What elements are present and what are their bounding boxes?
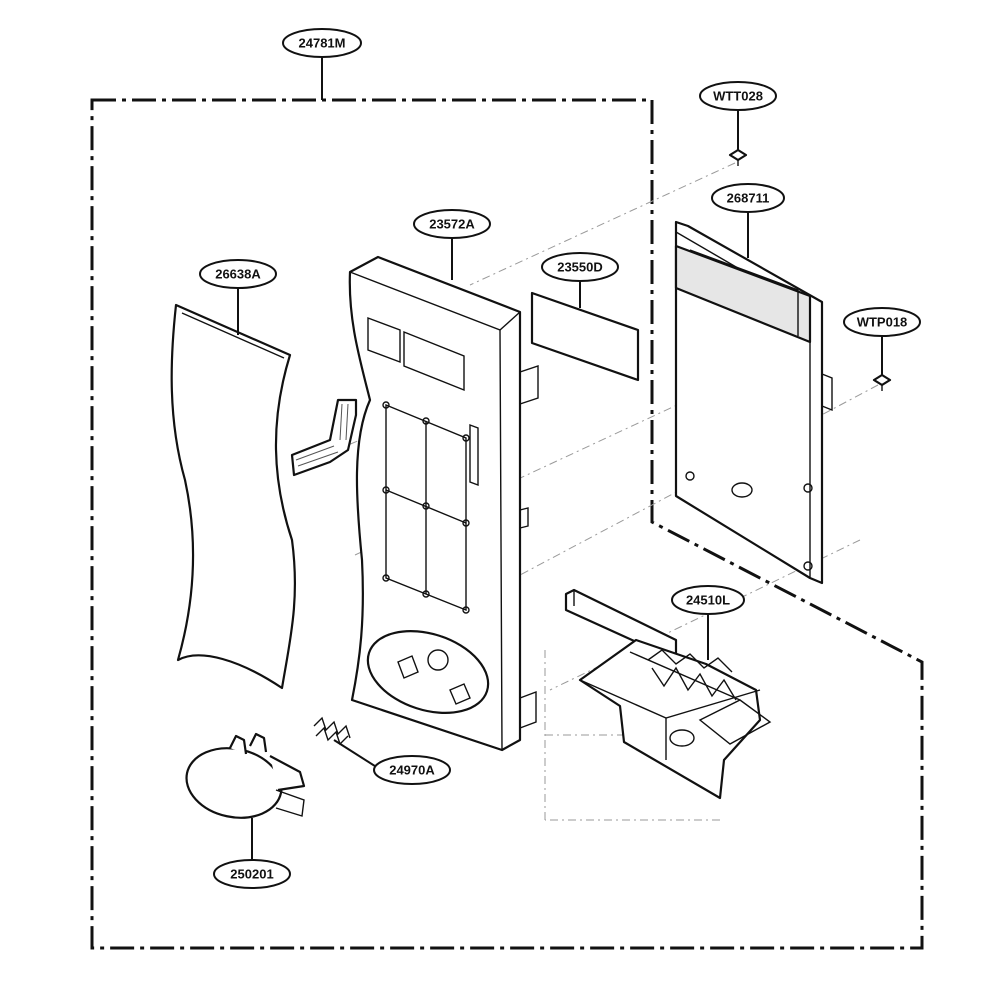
display-window-23550D: 23550D [530, 252, 640, 382]
screw-WTT028: WTT028 [699, 81, 777, 166]
spring-24970A: 24970A [313, 716, 451, 785]
label-268711: 268711 [727, 191, 770, 206]
label-23572A: 23572A [429, 217, 475, 232]
label-250201: 250201 [230, 867, 273, 882]
screw-WTP018: WTP018 [843, 307, 921, 391]
door-button-250201: 250201 [185, 732, 306, 889]
assembly-label: 24781M [282, 28, 362, 100]
pcb-268711: 268711 [674, 183, 833, 585]
label-24510L: 24510L [686, 593, 730, 608]
film-panel-26638A: 26638A [170, 259, 358, 690]
button-grid [382, 401, 470, 614]
assembly-label-text: 24781M [299, 36, 346, 51]
control-frame-23572A: 23572A [348, 209, 539, 752]
label-WTP018: WTP018 [857, 315, 908, 330]
label-24970A: 24970A [389, 763, 435, 778]
label-26638A: 26638A [215, 267, 261, 282]
assembly-boundary [90, 98, 924, 950]
label-WTT028: WTT028 [713, 89, 763, 104]
latch-lever-24510L: 24510L [564, 585, 772, 800]
label-23550D: 23550D [557, 260, 603, 275]
